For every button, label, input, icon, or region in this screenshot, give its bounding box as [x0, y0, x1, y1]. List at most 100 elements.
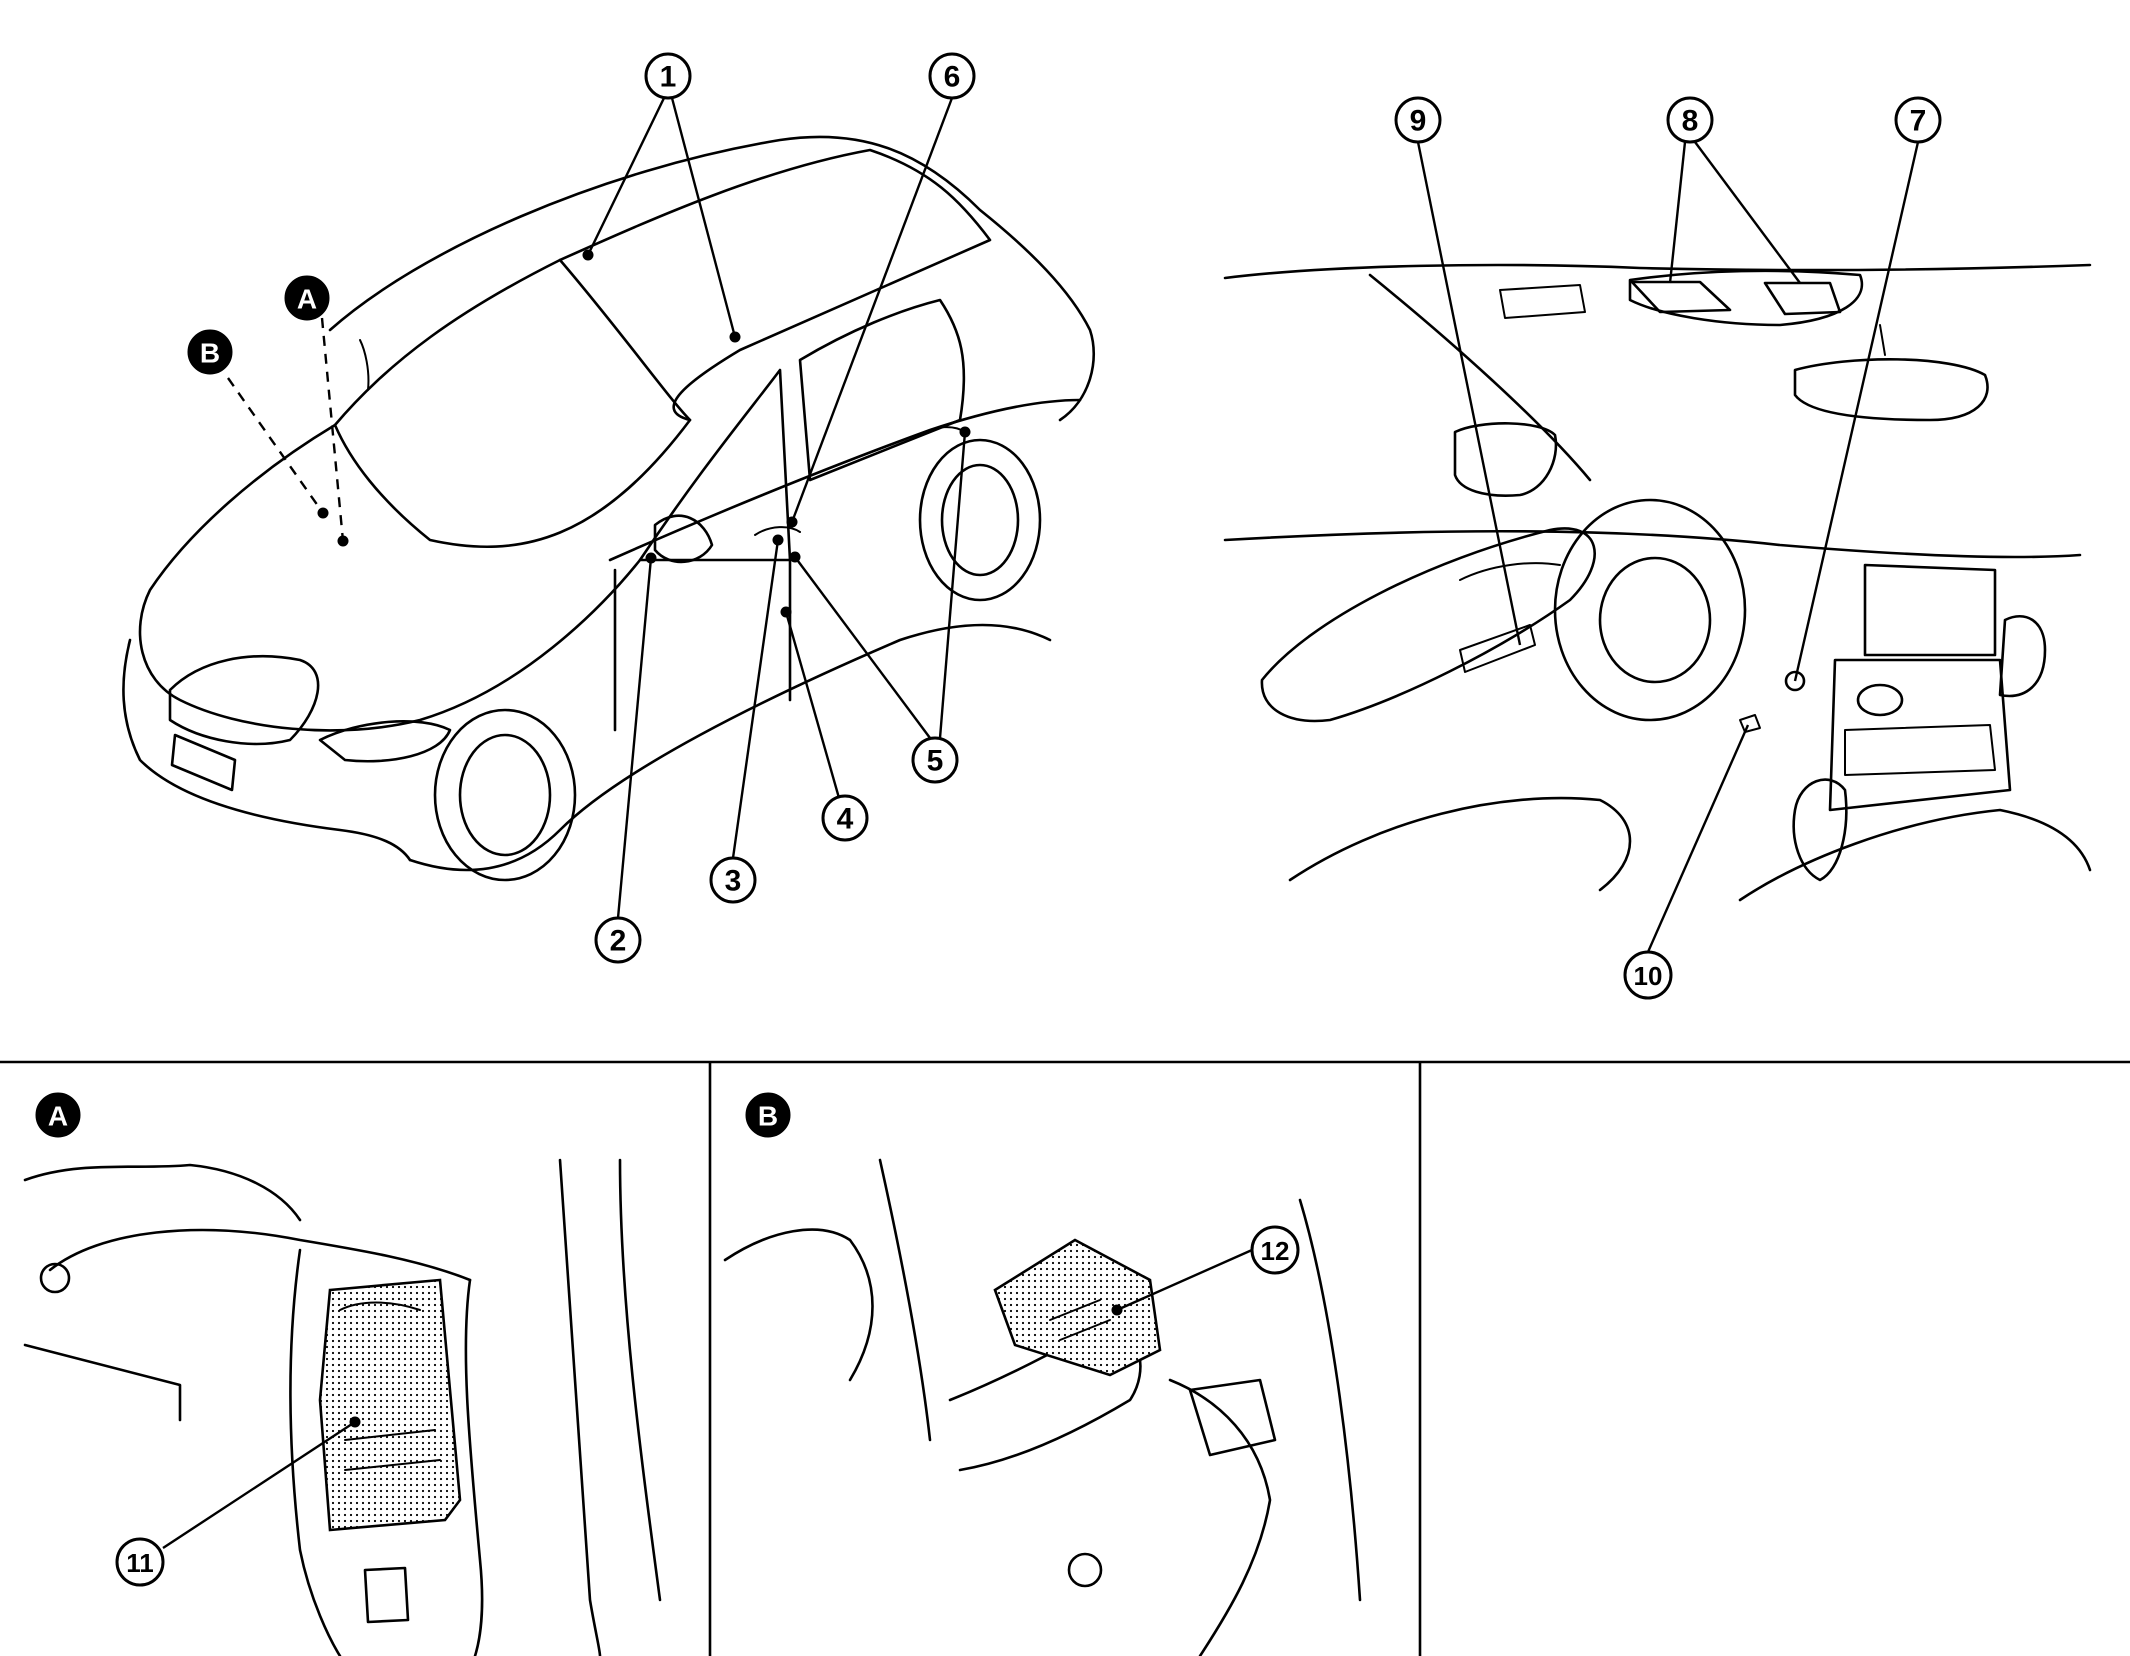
leader-a	[320, 317, 345, 542]
svg-text:8: 8	[1682, 105, 1699, 138]
door-armrest	[1260, 527, 1596, 723]
leader-5a	[794, 556, 931, 739]
leader-1a	[586, 97, 666, 256]
front-door-handle	[754, 526, 801, 536]
leader-4	[784, 611, 841, 799]
car-side-lower	[408, 623, 1052, 872]
push-button-ignition	[1784, 670, 1806, 692]
callout-1: 1	[644, 52, 692, 100]
leader-7	[1793, 141, 1920, 682]
windshield-top	[1368, 273, 1592, 482]
front-wheel-rim	[458, 733, 552, 857]
rearview-mirror	[1793, 358, 1989, 422]
shifter	[1792, 778, 1848, 882]
car-front-bumper	[122, 638, 412, 862]
callout-b: B	[187, 329, 233, 375]
svg-text:12: 12	[1261, 1236, 1290, 1266]
car-license-plate	[170, 733, 237, 792]
car-hood	[138, 423, 642, 732]
overhead-console	[1628, 269, 1864, 327]
leader-5b	[938, 431, 967, 739]
detail-b-plate	[1188, 1378, 1277, 1457]
detail-b-grommet	[1067, 1552, 1103, 1588]
door-handle-inner	[1459, 562, 1561, 581]
car-side-belt	[608, 398, 1082, 562]
svg-text:9: 9	[1410, 105, 1427, 138]
map-lamp-left	[1630, 280, 1732, 314]
svg-text:10: 10	[1634, 961, 1663, 991]
callout-11: 11	[115, 1537, 165, 1587]
detail-a-pillar	[558, 1158, 602, 1656]
front-wheel	[433, 708, 577, 882]
svg-text:5: 5	[927, 745, 944, 778]
steering-hub	[1598, 556, 1712, 684]
panel-dividers	[0, 1060, 2130, 1656]
leader-10	[1646, 724, 1750, 953]
callout-12: 12	[1250, 1225, 1300, 1275]
detail-a-label: A	[35, 1092, 81, 1138]
mirror-stem	[1879, 324, 1886, 356]
car-rear-glass	[558, 148, 992, 422]
callout-8: 8	[1666, 96, 1714, 144]
detail-a-pillar-2	[618, 1158, 662, 1602]
svg-text:B: B	[758, 1101, 778, 1132]
control-unit-11-connector	[339, 1301, 441, 1471]
climate-panel	[1844, 724, 1996, 776]
leader-1b	[670, 97, 737, 338]
svg-text:1: 1	[660, 61, 677, 94]
car-headlight	[318, 720, 452, 763]
detail-a-bracket-top	[23, 1163, 302, 1222]
power-window-switch	[1459, 624, 1536, 673]
callout-10: 10	[1623, 950, 1673, 1000]
center-console	[1738, 808, 2092, 902]
svg-text:B: B	[200, 338, 220, 369]
car-side-window-rear	[798, 298, 966, 482]
control-unit-11	[318, 1278, 462, 1532]
callout-6: 6	[928, 52, 976, 100]
callout-4: 4	[821, 794, 869, 842]
callout-7: 7	[1894, 96, 1942, 144]
detail-b-bracket-2	[1298, 1198, 1362, 1602]
sun-visor	[1499, 284, 1586, 319]
car-exterior-view: 1 2 3 4 5 6 A B	[122, 52, 1096, 964]
side-mirror	[653, 514, 714, 564]
detail-a-harness-3	[464, 1278, 484, 1656]
audio-knob	[1856, 683, 1904, 717]
car-grille	[168, 654, 320, 746]
callout-2: 2	[594, 916, 642, 964]
empty-panel	[1422, 1064, 2128, 1654]
detail-a-connector	[363, 1566, 410, 1624]
leader-9	[1416, 141, 1522, 646]
car-side-window-front	[638, 368, 792, 562]
seat-cushion	[1288, 796, 1632, 892]
svg-text:2: 2	[610, 925, 627, 958]
control-unit-12-connector	[1049, 1299, 1111, 1341]
svg-text:A: A	[48, 1101, 68, 1132]
callout-5: 5	[911, 736, 959, 784]
headliner-edge	[1223, 263, 2092, 280]
svg-text:4: 4	[837, 803, 854, 836]
rear-wheel	[918, 438, 1042, 602]
svg-text:3: 3	[725, 865, 742, 898]
leader-b	[227, 377, 324, 514]
detail-a-harness-2	[289, 1248, 342, 1656]
leader-2	[616, 557, 653, 919]
detail-b-label: B	[745, 1092, 791, 1138]
leader-8a	[1668, 141, 1687, 284]
interior-view: 9 8 7 10	[1223, 96, 2092, 1000]
navigation-display	[1863, 563, 1997, 657]
leader-8b	[1694, 141, 1801, 284]
side-vent	[1998, 614, 2047, 698]
detail-a-harness-1	[48, 1228, 472, 1282]
antenna	[359, 339, 370, 391]
detail-b-bracket	[1168, 1378, 1272, 1656]
leader-3	[731, 539, 780, 859]
steering-wheel	[1553, 498, 1747, 722]
door-mirror	[1453, 422, 1558, 497]
leader-12	[1116, 1248, 1253, 1312]
svg-text:7: 7	[1910, 105, 1927, 138]
dashboard-top	[1223, 529, 2082, 559]
callout-a: A	[284, 275, 330, 321]
